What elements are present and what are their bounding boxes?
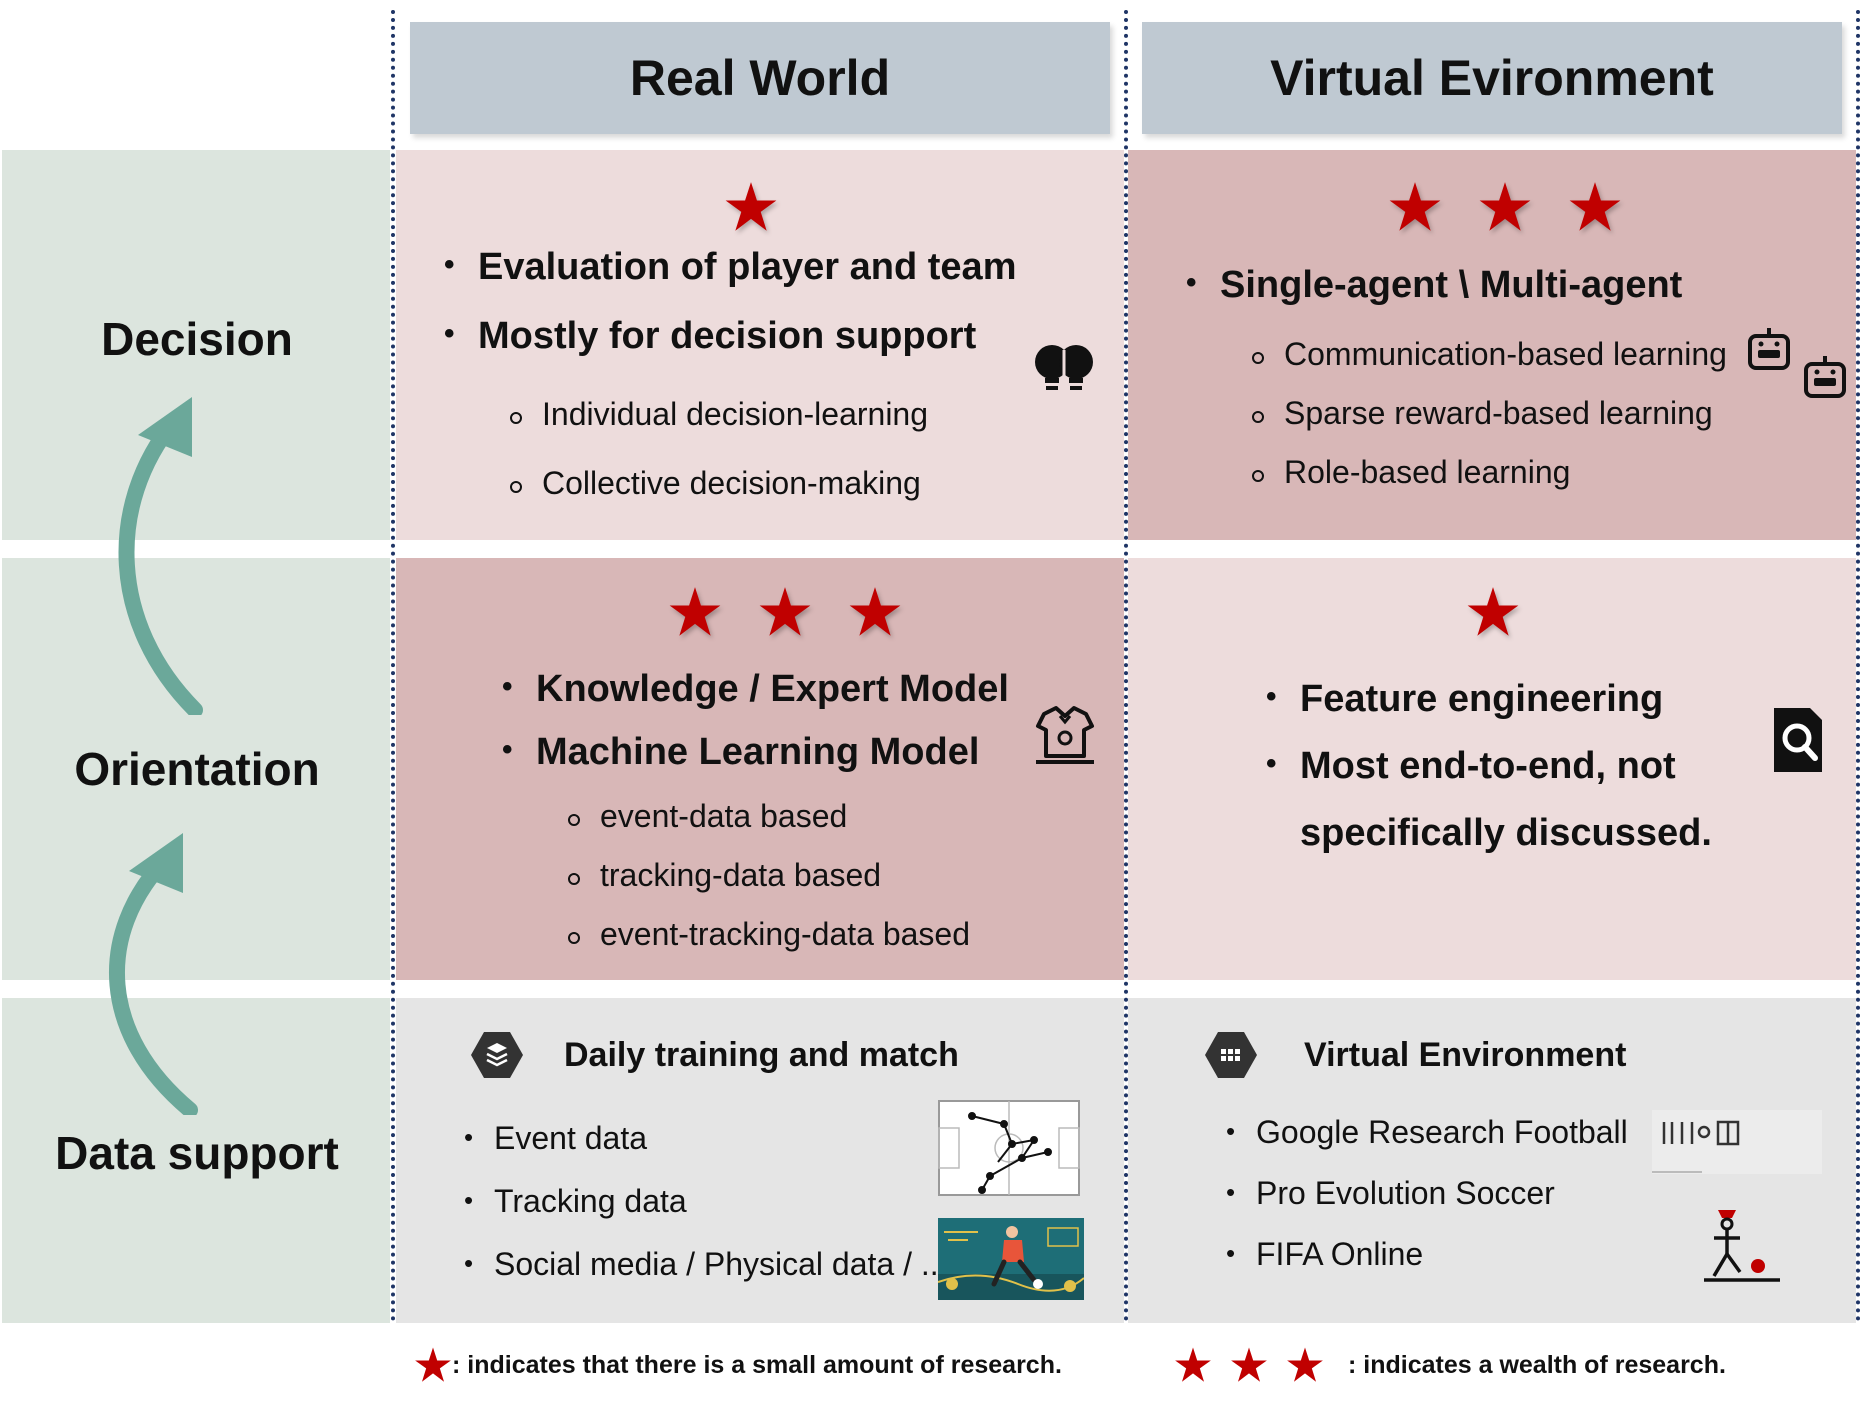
decision-real-sublist: Individual decision-learning Collective …	[509, 396, 929, 502]
star-icon	[1174, 1346, 1212, 1384]
list-item: Collective decision-making	[509, 465, 928, 502]
row-label-orientation: Orientation	[74, 743, 320, 795]
lightbulb-pair-icon	[1035, 345, 1093, 390]
stars-orientation-real	[668, 585, 902, 639]
list-item: Knowledge / Expert Model	[502, 668, 1009, 711]
star-icon	[758, 585, 812, 639]
pitch-event-diagram	[938, 1100, 1080, 1196]
star-icon	[724, 180, 778, 234]
star-icon	[414, 1346, 452, 1384]
header-real-world-label: Real World	[629, 50, 891, 106]
star-icon	[1286, 1346, 1324, 1384]
grid-hex-icon	[1205, 1032, 1257, 1078]
list-item: Tracking data	[464, 1183, 948, 1220]
arrow-up-icon	[108, 833, 198, 1115]
arrow-up-icon	[118, 397, 203, 715]
game-screenshot-icon	[1652, 1110, 1822, 1174]
header-real-world: Real World	[410, 22, 1110, 134]
list-item: Evaluation of player and team	[444, 246, 1017, 289]
decision-real-list: Evaluation of player and team Mostly for…	[444, 246, 1017, 358]
star-icon	[668, 585, 722, 639]
row-label-decision-bg	[2, 150, 390, 540]
list-item: Social media / Physical data / ...	[464, 1246, 948, 1283]
row-label-data-bg	[2, 998, 390, 1323]
row-label-data-support: Data support	[55, 1127, 339, 1179]
list-item: Event data	[464, 1120, 948, 1157]
legend-one-star: : indicates that there is a small amount…	[414, 1346, 1062, 1384]
cell-decision-virtual	[1128, 150, 1856, 540]
star-icon	[1466, 585, 1520, 639]
star-icon	[1478, 180, 1532, 234]
stars-orientation-virtual	[1466, 585, 1520, 639]
divider-middle	[1124, 10, 1128, 1322]
layers-hex-icon	[471, 1032, 523, 1078]
star-icon	[1230, 1346, 1268, 1384]
list-item: FIFA Online	[1226, 1236, 1628, 1273]
list-item: event-tracking-data based	[568, 916, 970, 952]
divider-right	[1856, 10, 1860, 1322]
list-item: Google Research Football	[1226, 1114, 1628, 1151]
robot-icon	[1748, 328, 1790, 370]
list-item: Single-agent \ Multi-agent	[1186, 264, 1682, 307]
decision-virtual-list: Single-agent \ Multi-agent	[1186, 264, 1682, 307]
star-icon	[1388, 180, 1442, 234]
legend-three-stars-text: : indicates a wealth of research.	[1348, 1350, 1726, 1379]
star-icon	[1568, 180, 1622, 234]
list-item: Most end-to-end, not	[1266, 745, 1712, 788]
list-item: Role-based learning	[1252, 454, 1727, 491]
orientation-virtual-list: Feature engineering Most end-to-end, not…	[1266, 678, 1712, 855]
list-item: Feature engineering	[1266, 678, 1712, 721]
star-icon	[848, 585, 902, 639]
row-label-decision: Decision	[101, 313, 293, 365]
data-real-title: Daily training and match	[564, 1036, 959, 1074]
data-real-list: Event data Tracking data Social media / …	[464, 1120, 948, 1283]
legend-one-star-text: : indicates that there is a small amount…	[452, 1350, 1062, 1379]
list-item: event-data based	[568, 798, 970, 835]
header-virtual-label: Virtual Evironment	[1270, 50, 1714, 106]
divider-left	[391, 10, 395, 1322]
list-item: Sparse reward-based learning	[1252, 395, 1727, 432]
list-item: specifically discussed.	[1300, 812, 1712, 854]
player-tracking-image	[938, 1218, 1084, 1300]
list-item: Mostly for decision support	[444, 315, 1016, 358]
stars-decision-virtual	[1388, 180, 1622, 234]
coach-whistle-icon	[1036, 706, 1094, 764]
orientation-real-list: Knowledge / Expert Model Machine Learnin…	[502, 668, 1009, 774]
legend-three-stars: : indicates a wealth of research.	[1174, 1346, 1726, 1384]
orientation-real-sublist: event-data based tracking-data based eve…	[568, 798, 970, 953]
decision-virtual-sublist: Communication-based learning Sparse rewa…	[1252, 336, 1727, 491]
header-virtual: Virtual Evironment	[1142, 22, 1842, 134]
list-item: Machine Learning Model	[502, 731, 1009, 774]
row-label-orientation-bg	[2, 558, 390, 980]
data-virtual-list: Google Research Football Pro Evolution S…	[1226, 1114, 1628, 1273]
list-item: tracking-data based	[568, 857, 970, 894]
player-figure-icon	[1704, 1210, 1780, 1282]
list-item: Individual decision-learning	[509, 396, 929, 432]
search-document-icon	[1774, 708, 1822, 772]
list-item: Communication-based learning	[1252, 336, 1727, 372]
robot-icon	[1804, 356, 1846, 398]
list-item: Pro Evolution Soccer	[1226, 1175, 1628, 1212]
data-virtual-title: Virtual Environment	[1304, 1036, 1627, 1074]
stars-decision-real	[724, 180, 778, 234]
